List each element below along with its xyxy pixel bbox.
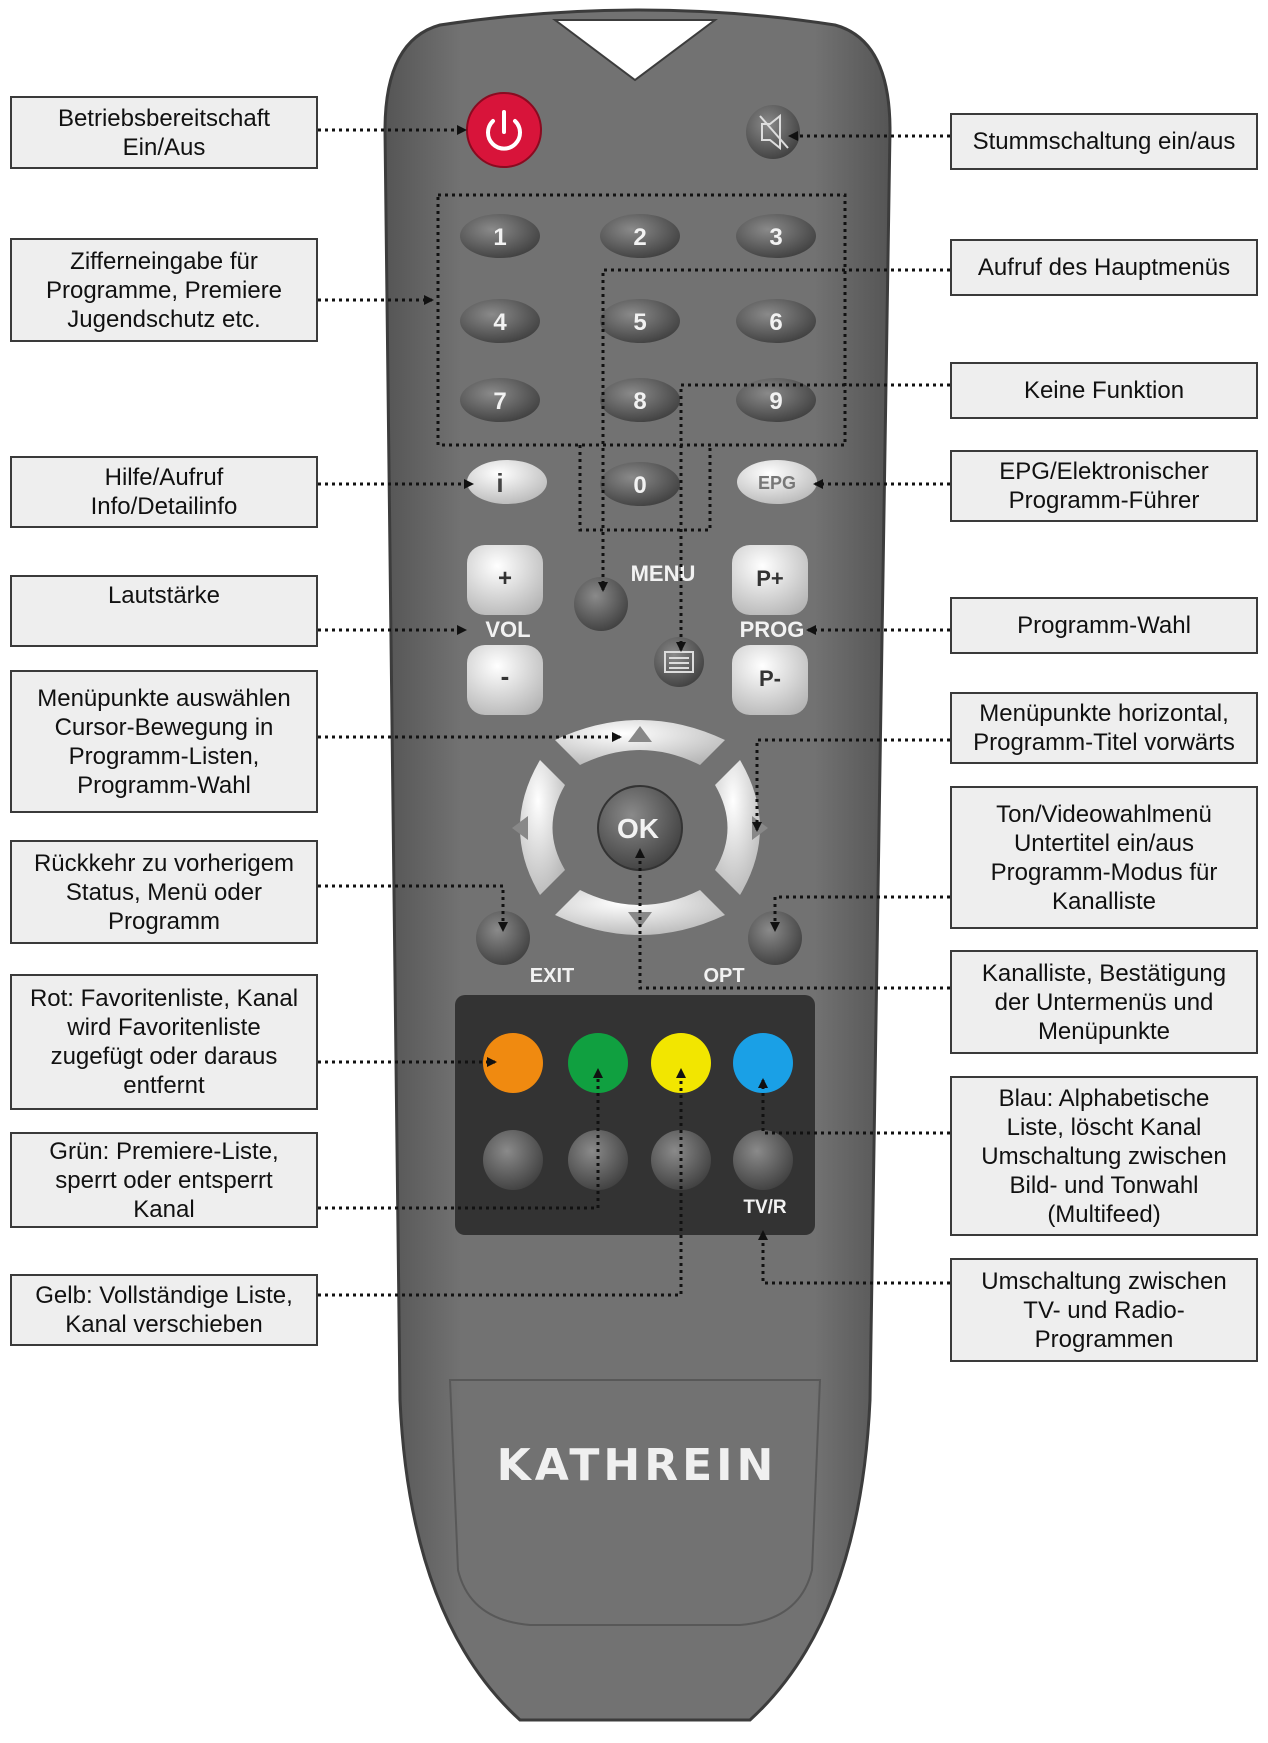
- callout-mute: Stummschaltung ein/aus: [950, 113, 1258, 170]
- epg-label: EPG: [758, 473, 796, 493]
- prog-plus-label: P+: [756, 566, 784, 591]
- dpad-right[interactable]: [715, 760, 760, 895]
- prog-minus-button[interactable]: [732, 645, 808, 715]
- up-arrow-icon: [628, 726, 652, 742]
- prog-label: PROG: [740, 617, 805, 642]
- vol-plus-button[interactable]: [467, 545, 543, 615]
- digit-label-2: 2: [633, 224, 646, 251]
- callout-red: Rot: Favoritenliste, Kanal wird Favorite…: [10, 974, 318, 1110]
- bottom-panel: [448, 1379, 822, 1626]
- power-icon: [486, 110, 522, 151]
- exit-button[interactable]: [476, 911, 530, 965]
- callout-nofunc: Keine Funktion: [950, 362, 1258, 419]
- tvr-label: TV/R: [743, 1197, 787, 1218]
- leader-opt: [770, 895, 950, 932]
- callout-cursor: Menüpunkte auswählen Cursor-Bewegung in …: [10, 670, 318, 813]
- info-label: i: [496, 468, 503, 498]
- opt-label: OPT: [703, 965, 744, 987]
- leader-ok: [635, 848, 950, 990]
- dpad-up[interactable]: [555, 720, 725, 765]
- zero-group-outline: [578, 445, 712, 532]
- epg-button[interactable]: [737, 460, 817, 504]
- color-key-panel: [455, 995, 815, 1235]
- digit-key-0[interactable]: [600, 462, 680, 506]
- digit-key-5[interactable]: [600, 299, 680, 343]
- digit-label-0: 0: [633, 472, 646, 499]
- digit-key-7[interactable]: [460, 378, 540, 422]
- digit-key-3[interactable]: [736, 214, 816, 258]
- leader-exit: [318, 884, 508, 932]
- callout-digits: Zifferneingabe für Programme, Premiere J…: [10, 238, 318, 342]
- digit-key-8[interactable]: [600, 378, 680, 422]
- top-notch: [552, 19, 718, 82]
- digit-key-4[interactable]: [460, 299, 540, 343]
- callout-opt: Ton/Videowahlmenü Untertitel ein/aus Pro…: [950, 786, 1258, 929]
- digit-key-6[interactable]: [736, 299, 816, 343]
- info-button[interactable]: [467, 460, 547, 504]
- ok-label: OK: [617, 813, 659, 844]
- callout-exit: Rückkehr zu vorherigem Status, Menü oder…: [10, 840, 318, 944]
- opt-button[interactable]: [748, 911, 802, 965]
- leader-green: [318, 1068, 603, 1210]
- digit-key-2[interactable]: [600, 214, 680, 258]
- red-key[interactable]: [483, 1033, 543, 1093]
- callout-prog: Programm-Wahl: [950, 597, 1258, 654]
- left-arrow-icon: [512, 816, 528, 840]
- digit-label-3: 3: [769, 224, 782, 251]
- callout-info: Hilfe/Aufruf Info/Detailinfo: [10, 456, 318, 528]
- exit-label: EXIT: [530, 965, 574, 987]
- leader-yellow: [318, 1068, 686, 1297]
- dpad-left[interactable]: [520, 760, 565, 895]
- blue-key[interactable]: [733, 1033, 793, 1093]
- digit-label-4: 4: [493, 309, 507, 336]
- callout-tvr: Umschaltung zwischen TV- und Radio- Prog…: [950, 1258, 1258, 1362]
- vol-plus-label: +: [498, 565, 512, 592]
- callout-green: Grün: Premiere-Liste, sperrt oder entspe…: [10, 1132, 318, 1228]
- callout-blue: Blau: Alphabetische Liste, löscht Kanal …: [950, 1076, 1258, 1236]
- vol-label: VOL: [485, 617, 530, 642]
- callout-yellow: Gelb: Vollständige Liste, Kanal verschie…: [10, 1274, 318, 1346]
- mute-icon: [759, 113, 789, 151]
- vol-minus-button[interactable]: [467, 645, 543, 715]
- digit-label-5: 5: [633, 309, 646, 336]
- leader-menu: [598, 268, 950, 592]
- tvr-button[interactable]: [733, 1130, 793, 1190]
- menu-label: MENU: [631, 561, 696, 586]
- vol-minus-label: -: [501, 661, 510, 691]
- callout-ok: Kanalliste, Bestätigung der Untermenüs u…: [950, 950, 1258, 1054]
- callout-power: Betriebsbereitschaft Ein/Aus: [10, 96, 318, 169]
- menu-button[interactable]: [574, 577, 628, 631]
- prog-plus-button[interactable]: [732, 545, 808, 615]
- yellow-key[interactable]: [651, 1033, 711, 1093]
- grey-key-2[interactable]: [568, 1130, 628, 1190]
- callout-horizontal: Menüpunkte horizontal, Programm-Titel vo…: [950, 692, 1258, 764]
- digit-key-9[interactable]: [736, 378, 816, 422]
- leader-horizontal: [752, 738, 950, 832]
- teletext-icon: [664, 651, 694, 673]
- brand-logo: KATHREIN: [497, 1440, 778, 1491]
- digit-label-6: 6: [769, 309, 782, 336]
- digit-label-9: 9: [769, 388, 782, 415]
- green-key[interactable]: [568, 1033, 628, 1093]
- prog-minus-label: P-: [759, 666, 781, 691]
- callout-volume: Lautstärke: [10, 575, 318, 647]
- digit-label-8: 8: [633, 388, 646, 415]
- digit-label-7: 7: [493, 388, 506, 415]
- digit-label-1: 1: [493, 224, 506, 251]
- leader-nofunc: [676, 383, 950, 652]
- digit-keys[interactable]: [460, 214, 816, 506]
- digit-key-1[interactable]: [460, 214, 540, 258]
- callout-epg: EPG/Elektronischer Programm-Führer: [950, 450, 1258, 522]
- grey-key-1[interactable]: [483, 1130, 543, 1190]
- callout-menu: Aufruf des Hauptmenüs: [950, 239, 1258, 296]
